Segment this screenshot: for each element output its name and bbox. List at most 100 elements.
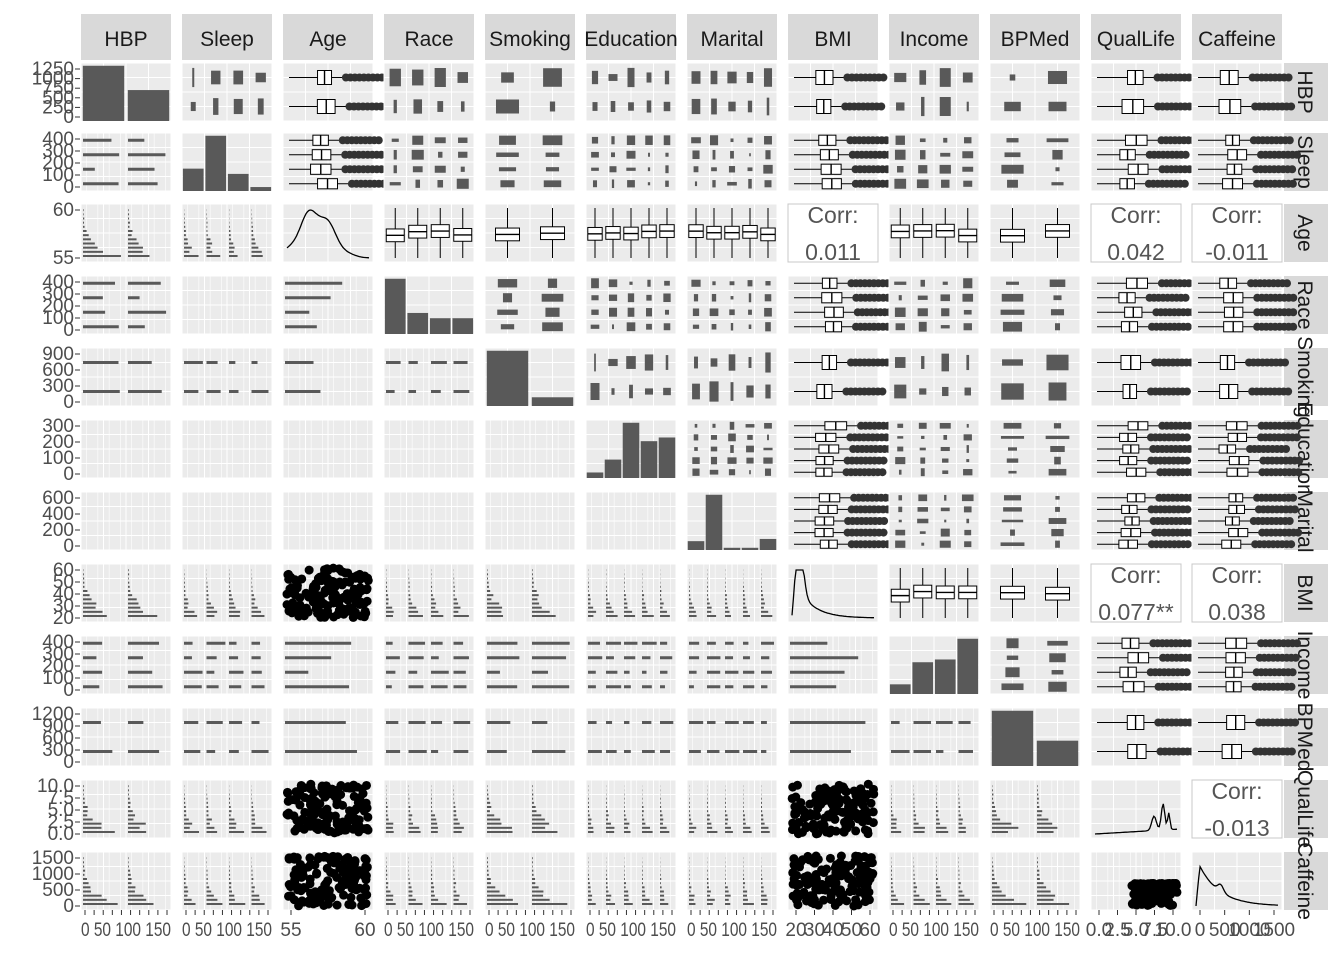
histogram-bar: [206, 894, 214, 897]
histogram-bar: [128, 882, 132, 885]
histogram-bar: [642, 806, 644, 808]
histogram-bar: [83, 801, 85, 804]
count-tile: [1054, 456, 1061, 465]
histogram-bar: [761, 598, 764, 601]
panel-HBP-Age: [282, 62, 390, 122]
histogram-bar: [707, 797, 708, 800]
diagonal-bar: [741, 547, 759, 550]
histogram-bar: [184, 602, 189, 605]
histogram-bar: [431, 822, 438, 825]
panel-Education-QualLife: [1090, 419, 1203, 479]
histogram-bar: [229, 590, 231, 592]
scatter-point: [357, 784, 367, 794]
histogram-bar: [453, 610, 459, 613]
count-tile: [748, 309, 752, 315]
histogram-bar: [487, 598, 492, 601]
panel-HBP-HBP: [80, 62, 172, 122]
count-tile: [765, 322, 771, 332]
count-tile: [1049, 653, 1066, 663]
histogram-bar: [184, 865, 185, 868]
column-strip-label: HBP: [104, 28, 147, 51]
histogram-bar: [532, 814, 542, 817]
histogram-bar: [83, 577, 85, 580]
histogram-bar: [606, 801, 607, 804]
histogram-bar: [229, 890, 233, 893]
panel-Marital-Age: [282, 491, 374, 551]
histogram-bar: [229, 606, 236, 609]
count-tile: [921, 435, 925, 439]
histogram-bar: [1037, 801, 1039, 804]
histogram-bar: [606, 826, 615, 829]
panel-Marital-Sleep: [181, 491, 273, 551]
histogram-bar: [660, 810, 662, 813]
boxplot-outlier: [1185, 639, 1194, 648]
histogram-bar: [251, 822, 256, 825]
count-tile: [939, 68, 951, 87]
histogram-bar: [660, 610, 667, 613]
count-tile: [1053, 423, 1062, 429]
facet-bar: [606, 685, 622, 689]
histogram-bar: [913, 814, 917, 817]
histogram-bar: [206, 610, 218, 613]
count-tile: [591, 309, 599, 315]
scatter-point: [802, 811, 812, 821]
count-tile: [709, 381, 719, 402]
corr-label: Corr:: [1211, 778, 1262, 804]
histogram-bar: [83, 890, 92, 893]
facet-bar: [83, 325, 119, 329]
count-tile: [920, 457, 926, 464]
scatter-point: [790, 802, 800, 812]
histogram-bar: [128, 886, 136, 889]
histogram-bar: [184, 894, 188, 897]
count-tile: [594, 353, 596, 372]
histogram-bar: [725, 602, 728, 605]
scatter-point: [284, 606, 294, 616]
facet-bar: [606, 656, 614, 660]
facet-bar: [588, 670, 596, 674]
count-tile: [964, 387, 971, 396]
facet-bar: [707, 721, 716, 724]
panel-Education-Age: [282, 419, 374, 479]
facet-bar: [285, 361, 314, 364]
histogram-bar: [761, 585, 762, 588]
facet-bar: [128, 656, 143, 660]
count-tile: [918, 494, 928, 502]
count-tile: [1054, 323, 1061, 331]
histogram-bar: [229, 873, 231, 876]
histogram-bar: [707, 822, 712, 825]
histogram-bar: [743, 826, 751, 829]
histogram-bar: [743, 801, 744, 804]
histogram-bar: [229, 869, 230, 872]
count-tile: [895, 540, 906, 548]
count-tile: [646, 294, 652, 301]
histogram-bar: [761, 590, 763, 592]
histogram-bar: [725, 814, 728, 817]
count-tile: [917, 518, 929, 524]
panel-Smoking-BMI: [787, 347, 891, 407]
histogram-bar: [83, 602, 97, 605]
count-tile: [257, 98, 264, 115]
count-tile: [895, 529, 906, 536]
count-tile: [608, 74, 618, 81]
count-tile: [897, 446, 904, 452]
facet-bar: [689, 721, 704, 724]
facet-bar: [206, 641, 226, 645]
facet-bar: [624, 685, 631, 689]
diagonal-bar: [227, 173, 249, 191]
histogram-bar: [453, 831, 462, 833]
histogram-bar: [453, 793, 455, 796]
histogram-bar: [83, 814, 88, 817]
histogram-bar: [83, 250, 104, 253]
histogram-bar: [184, 878, 186, 880]
panel-Sleep-BMI: [787, 132, 896, 192]
count-tile: [709, 135, 719, 146]
histogram-bar: [660, 826, 667, 829]
histogram-bar: [588, 594, 591, 597]
count-tile: [962, 72, 973, 83]
histogram-bar: [642, 615, 654, 617]
panel-Marital-Race: [383, 491, 475, 551]
column-strip: [1091, 14, 1181, 60]
facet-bar: [453, 721, 471, 724]
histogram-bar: [624, 797, 625, 800]
histogram-bar: [128, 826, 140, 829]
